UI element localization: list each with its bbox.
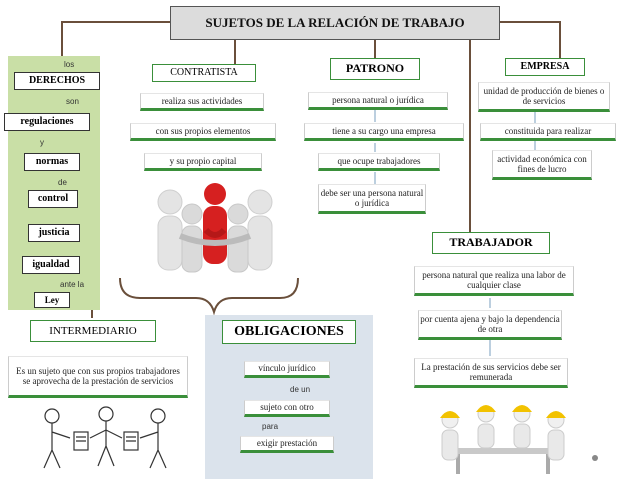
handshake-sketch-icon xyxy=(43,406,167,469)
contratista-item-2: con sus propios elementos xyxy=(130,123,276,141)
box-normas: normas xyxy=(24,153,80,171)
label-son: son xyxy=(66,97,79,106)
workers-illustration xyxy=(428,392,578,476)
patrono-item-1: persona natural o jurídica xyxy=(308,92,448,110)
people-circle-icon xyxy=(157,183,273,273)
trabajador-item-2: por cuenta ajena y bajo la dependencia d… xyxy=(418,310,562,340)
obligaciones-item-3: exigir prestación xyxy=(240,436,334,453)
trabajador-item-1: persona natural que realiza una labor de… xyxy=(414,266,574,296)
empresa-item-2: constituida para realizar xyxy=(480,123,616,141)
box-igualdad: igualdad xyxy=(22,256,80,274)
box-derechos: DERECHOS xyxy=(14,72,100,90)
header-patrono: PATRONO xyxy=(330,58,420,80)
empresa-item-1: unidad de producción de bienes o de serv… xyxy=(478,82,610,112)
intermediario-item-1: Es un sujeto que con sus propios trabaja… xyxy=(8,356,188,398)
patrono-item-2: tiene a su cargo una empresa xyxy=(304,123,464,141)
empresa-item-3: actividad económica con fines de lucro xyxy=(492,150,592,180)
box-justicia: justicia xyxy=(28,224,80,242)
box-ley: Ley xyxy=(34,292,70,308)
patrono-item-4: debe ser una persona natural o jurídica xyxy=(318,184,426,214)
box-control: control xyxy=(28,190,78,208)
header-obligaciones: OBLIGACIONES xyxy=(222,320,356,344)
header-trabajador: TRABAJADOR xyxy=(432,232,550,254)
slide-dot xyxy=(592,455,598,461)
header-empresa: EMPRESA xyxy=(505,58,585,76)
trabajador-item-3: La prestación de sus servicios debe ser … xyxy=(414,358,568,388)
teamwork-illustration xyxy=(140,180,290,280)
patrono-item-3: que ocupe trabajadores xyxy=(318,153,440,171)
label-para: para xyxy=(262,422,279,431)
label-los: los xyxy=(64,60,75,69)
header-contratista: CONTRATISTA xyxy=(152,64,256,82)
workers-helmet-icon xyxy=(440,405,566,474)
diagram-title: SUJETOS DE LA RELACIÓN DE TRABAJO xyxy=(170,6,500,40)
label-y: y xyxy=(40,138,44,147)
header-intermediario: INTERMEDIARIO xyxy=(30,320,156,342)
box-regulaciones: regulaciones xyxy=(4,113,90,131)
label-ante-la: ante la xyxy=(60,280,85,289)
intermediario-illustration xyxy=(30,402,180,474)
contratista-item-1: realiza sus actividades xyxy=(140,93,264,111)
obligaciones-item-2: sujeto con otro xyxy=(244,400,330,417)
obligaciones-item-1: vínculo jurídico xyxy=(244,361,330,378)
contratista-item-3: y su propio capital xyxy=(144,153,262,171)
label-de-un: de un xyxy=(290,385,311,394)
label-de: de xyxy=(58,178,67,187)
